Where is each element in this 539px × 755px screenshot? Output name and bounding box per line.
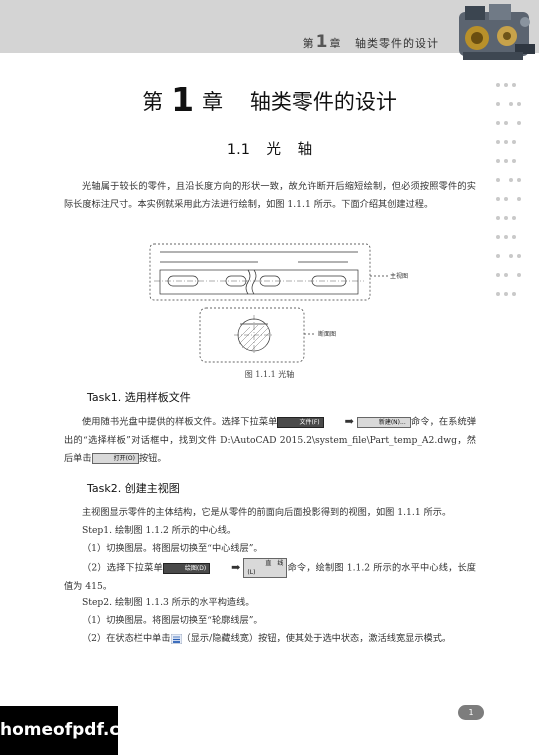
menu-file-button: 文件(F)	[277, 416, 324, 428]
chapter-name: 轴类零件的设计	[249, 90, 397, 114]
task1-text-b: 命令，在系统弹出的“选择样板”对话框中，找到文件 D:\AutoCAD 2015…	[64, 416, 477, 464]
header-prefix: 第	[302, 37, 315, 50]
header-suffix: 章	[329, 37, 342, 50]
menu-draw-button: 绘图(D)	[162, 562, 211, 574]
header-band	[0, 0, 539, 53]
watermark: homeofpdf.com	[0, 706, 149, 755]
step2-item2-text-a: （2）在状态栏中单击	[82, 633, 171, 644]
step1-item2-text-a: （2）选择下拉菜单	[82, 562, 163, 574]
step1-item2-text-b: 命令，绘制图 1.1.2 所示的水平中心线，长度值为 415。	[64, 562, 476, 593]
step1-item1: （1）切换图层。将图层切换至“中心线层”。	[82, 543, 263, 554]
page-number: 1	[458, 705, 484, 720]
section-title: 1.1 光 轴	[226, 142, 313, 158]
label-section-view: 断面图	[318, 330, 336, 338]
intro-paragraph: 光轴属于较长的零件，且沿长度方向的形状一致，故允许断开后缩短绘制，但必须按照零件…	[64, 181, 476, 210]
task1-text-a: 使用随书光盘中提供的样板文件。选择下拉菜单	[82, 416, 278, 428]
shaft-figure: 主视图 断面图	[149, 243, 408, 363]
chapter-prefix: 第	[142, 90, 164, 114]
chapter-number: 1	[171, 80, 195, 119]
task1-text-c: 按钮。	[138, 452, 167, 464]
open-button: 打开(O)	[91, 452, 139, 464]
arrow-right-icon: ➡	[344, 415, 354, 428]
chapter-suffix: 章	[202, 90, 224, 114]
step2-item2: （2）在状态栏中单击 （显示/隐藏线宽）按钮，使其处于选中状态，激活线宽显示模式。	[64, 630, 476, 648]
step1-text: Step1. 绘制图 1.1.2 所示的中心线。	[82, 525, 237, 536]
header-title: 轴类零件的设计	[355, 37, 439, 50]
step2-item2-text-b: （显示/隐藏线宽）按钮，使其处于选中状态，激活线宽显示模式。	[181, 633, 452, 644]
engine-illustration	[459, 4, 535, 60]
arrow-right-icon: ➡	[231, 561, 241, 574]
task2-paragraph: 主视图显示零件的主体结构，它是从零件的前面向后面投影得到的视图，如图 1.1.1…	[82, 507, 452, 518]
menu-new-button: 新建(N)...	[356, 416, 411, 428]
step2-item1: （1）切换图层。将图层切换至“轮廓线层”。	[82, 615, 263, 626]
step1-item2: （2）选择下拉菜单绘图(D) ➡直线(L)命令，绘制图 1.1.2 所示的水平中心…	[64, 558, 476, 596]
task1-paragraph: 使用随书光盘中提供的样板文件。选择下拉菜单文件(F) ➡新建(N)...命令，在系…	[64, 413, 476, 468]
running-header: 第1章 轴类零件的设计	[303, 32, 439, 52]
decorative-dots	[494, 74, 524, 302]
task1-heading: Task1. 选用样板文件	[87, 391, 191, 404]
figure-caption: 图 1.1.1 光轴	[244, 370, 295, 379]
task2-heading: Task2. 创建主视图	[87, 482, 180, 495]
menu-line-button: 直线(L)	[243, 558, 288, 578]
step2-text: Step2. 绘制图 1.1.3 所示的水平构造线。	[82, 597, 255, 608]
lineweight-icon	[170, 633, 182, 644]
header-chapter-number: 1	[315, 32, 329, 52]
label-main-view: 主视图	[390, 272, 408, 280]
